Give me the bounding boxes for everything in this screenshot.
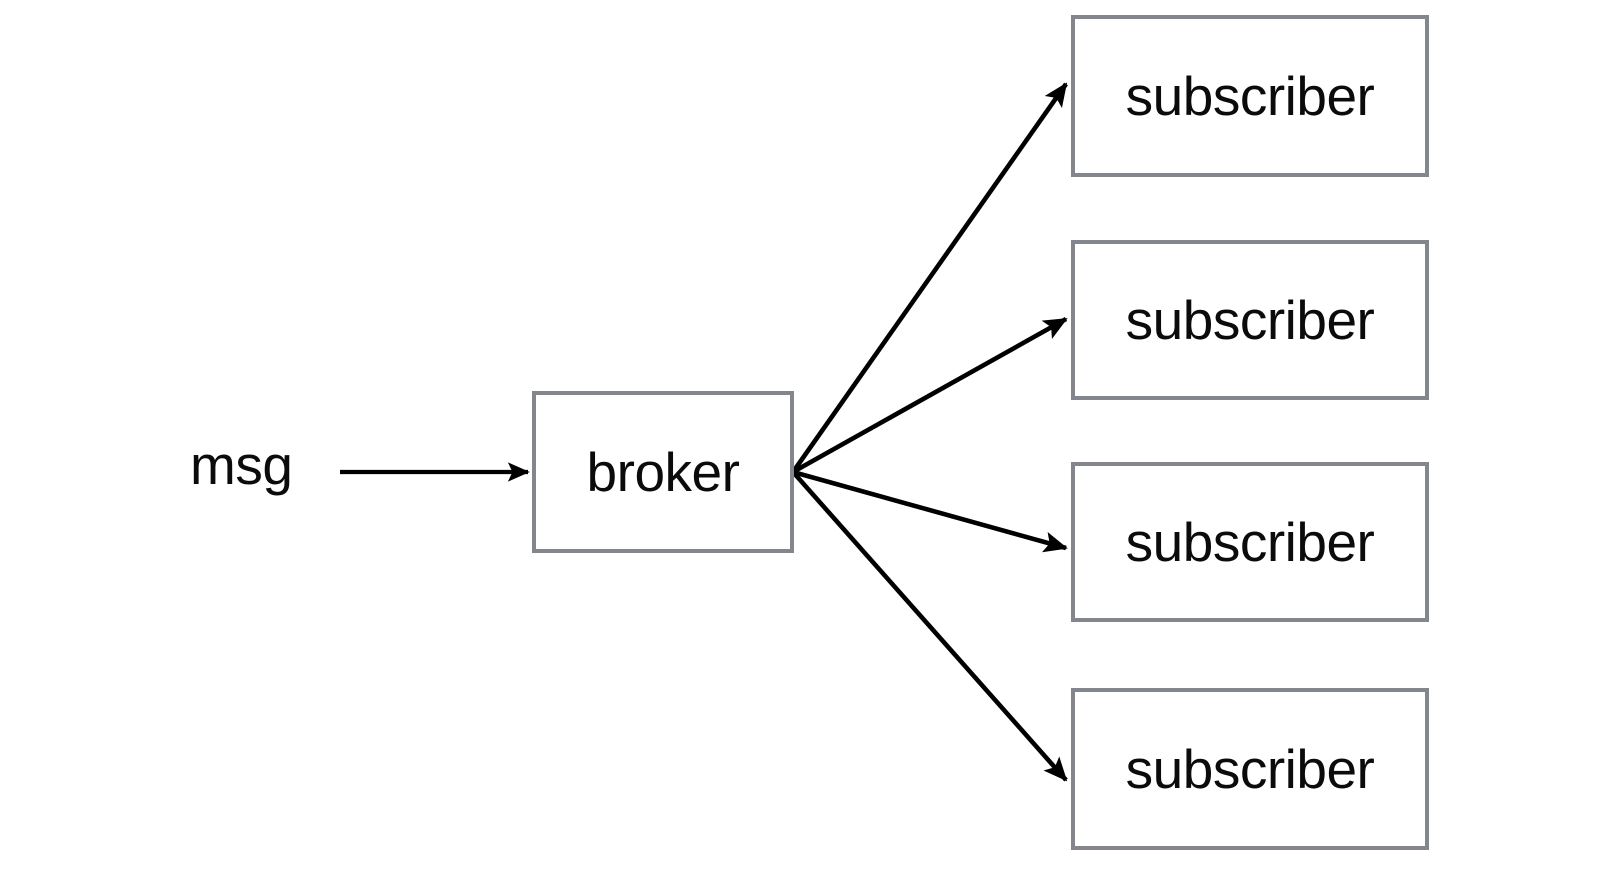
node-subscriber-1-label: subscriber (1125, 64, 1375, 127)
node-broker-label: broker (586, 440, 740, 503)
edge-broker-to-subscriber-3 (792, 469, 1068, 553)
node-subscriber-1[interactable]: subscriber (1071, 15, 1429, 177)
edge-broker-to-subscriber-1 (791, 82, 1068, 474)
node-msg-label: msg (190, 434, 293, 496)
node-subscriber-2-label: subscriber (1125, 288, 1375, 351)
edge-broker-to-subscriber-2 (791, 316, 1068, 475)
node-subscriber-2[interactable]: subscriber (1071, 240, 1429, 400)
node-subscriber-3[interactable]: subscriber (1071, 462, 1429, 622)
node-broker[interactable]: broker (532, 391, 794, 553)
edge-broker-to-subscriber-4 (791, 470, 1068, 782)
node-subscriber-4-label: subscriber (1125, 737, 1375, 800)
node-subscriber-3-label: subscriber (1125, 510, 1375, 573)
node-subscriber-4[interactable]: subscriber (1071, 688, 1429, 850)
